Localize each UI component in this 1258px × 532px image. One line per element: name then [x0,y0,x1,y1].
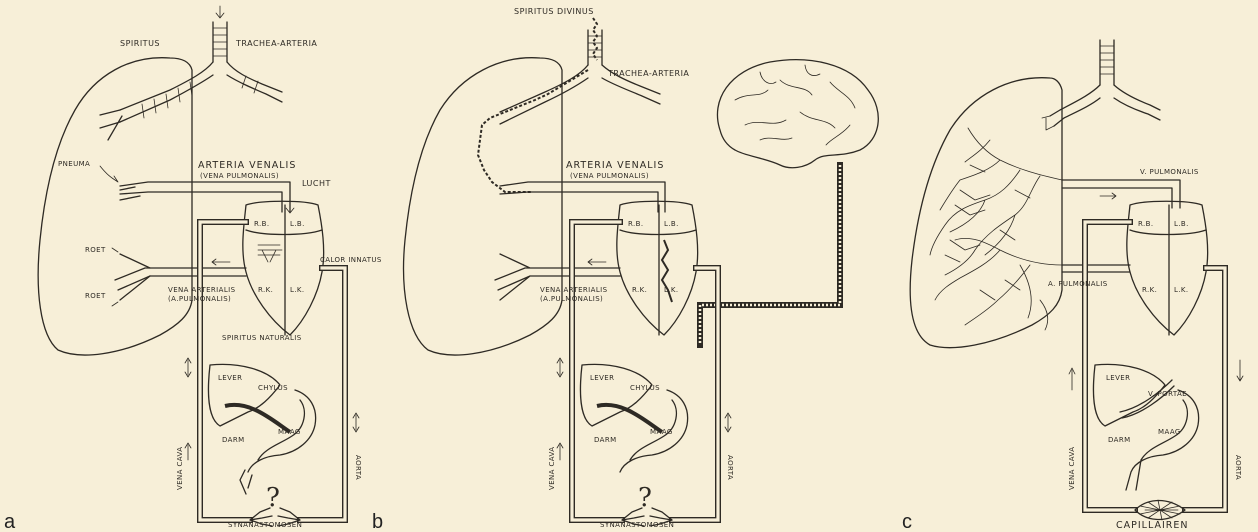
label-rk: R.K. [632,286,647,294]
label-a-pulmonalis: (A.PULMONALIS) [540,295,603,303]
label-lever: LEVER [1106,374,1130,382]
label-synanastomosen: SYNANASTOMOSEN [600,521,674,529]
label-lk: L.K. [290,286,305,294]
aorta-vessel [1185,268,1225,510]
label-lk: L.K. [1174,286,1189,294]
label-pneuma: PNEUMA [58,160,90,168]
label-lk: L.K. [664,286,679,294]
brain [717,60,878,168]
label-calor-innatus: CALOR INNATUS [320,256,382,264]
label-spiritus-naturalis: SPIRITUS NATURALIS [222,334,302,342]
trachea [100,6,282,140]
label-question: ? [266,483,280,513]
label-vena-cava: VENA CAVA [1068,447,1076,490]
label-darm: DARM [222,436,245,444]
pneuma-arrow [100,166,118,182]
vena-cava-vessel [572,222,622,520]
stomach [1126,390,1199,490]
label-maag: MAAG [650,428,673,436]
label-lb: L.B. [664,220,679,228]
label-vena-cava: VENA CAVA [176,447,184,490]
label-lever: LEVER [218,374,242,382]
label-a-pulmonalis: (A.PULMONALIS) [168,295,231,303]
label-vena-arterialis: VENA ARTERIALIS [540,286,608,294]
label-v-portae: V. PORTAE [1148,390,1187,398]
panel-a [38,6,359,526]
label-question: ? [638,483,652,513]
label-arteria-venalis: ARTERIA VENALIS [566,160,664,171]
label-v-pulmonalis: V. PULMONALIS [1140,168,1199,176]
label-rb: R.B. [254,220,269,228]
aorta-vessel [300,268,345,520]
label-arteria-venalis: ARTERIA VENALIS [198,160,296,171]
label-lb: L.B. [1174,220,1189,228]
label-aorta: AORTA [726,455,734,480]
label-roet-1: ROET [85,246,106,254]
label-aorta: AORTA [354,455,362,480]
v-pulmonalis-vessel [1062,180,1180,208]
lung-outline [910,78,1062,348]
arteria-venalis-vessel [500,182,665,212]
label-rk: R.K. [1142,286,1157,294]
label-vena-arterialis: VENA ARTERIALIS [168,286,236,294]
label-trachea: TRACHEA-ARTERIA [607,69,689,78]
label-rk: R.K. [258,286,273,294]
panel-b [404,18,879,526]
label-darm: DARM [1108,436,1131,444]
text-labels: SPIRITUS TRACHEA-ARTERIA PNEUMA ARTERIA … [4,7,1242,532]
label-a-pulmonalis: A. PULMONALIS [1048,280,1108,288]
pulmonary-capillaries [930,128,1062,330]
label-capillairen: CAPILLAIREN [1116,520,1188,531]
label-trachea: TRACHEA-ARTERIA [235,39,317,48]
label-maag: MAAG [1158,428,1181,436]
label-lb: L.B. [290,220,305,228]
label-spiritus-divinus: SPIRITUS DIVINUS [514,7,594,16]
label-vena-cava: VENA CAVA [548,447,556,490]
label-maag: MAAG [278,428,301,436]
label-chylus: CHYLUS [258,384,288,392]
lung-outline [404,58,562,355]
label-rb: R.B. [1138,220,1153,228]
a-pulmonalis-vessel [1062,265,1130,272]
label-rb: R.B. [628,220,643,228]
label-synanastomosen: SYNANASTOMOSEN [228,521,302,529]
label-lucht: LUCHT [302,179,331,188]
label-roet-2: ROET [85,292,106,300]
label-vena-pulmonalis: (VENA PULMONALIS) [570,172,649,180]
panel-letter-b: b [372,511,383,532]
panel-letter-c: c [902,511,912,532]
label-spiritus: SPIRITUS [120,39,160,48]
label-chylus: CHYLUS [630,384,660,392]
label-vena-pulmonalis: (VENA PULMONALIS) [200,172,279,180]
panel-letter-a: a [4,511,16,532]
label-lever: LEVER [590,374,614,382]
label-darm: DARM [594,436,617,444]
label-aorta: AORTA [1234,455,1242,480]
lung-outline [38,58,192,355]
arteria-venalis-vessel [120,182,290,212]
